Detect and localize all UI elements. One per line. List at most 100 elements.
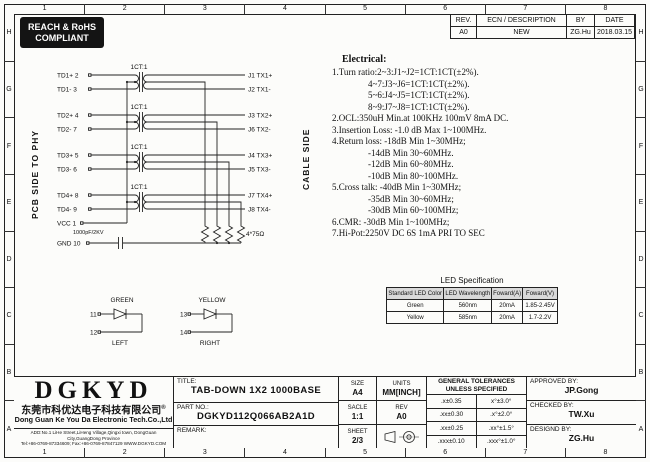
compliance-line1: REACH & RoHS (27, 21, 96, 32)
rev-header: REV. (450, 14, 477, 27)
led-spec-header: Foward(A) (491, 287, 524, 300)
grid-row: A (6, 425, 12, 433)
svg-text:14: 14 (180, 330, 188, 337)
grid-col: 3 (165, 4, 246, 14)
svg-text:RIGHT: RIGHT (200, 340, 220, 347)
led-spec-row: Green 560nm 20mA 1.85-2.45V (385, 299, 558, 312)
projection-cell (377, 425, 426, 448)
sheet-value: 2/3 (351, 435, 364, 445)
company-logo: DGKYD (34, 377, 153, 404)
transformer-channel-3: TD3+ 5 TD3- 6 1CT:1 J4 TX3+ J5 TX3- (57, 144, 272, 223)
rev-header: ECN / DESCRIPTION (476, 14, 567, 27)
tolerances-title-line2: UNLESS SPECIFIED (445, 385, 508, 393)
units-cell: UNITS MM[INCH] (377, 377, 426, 401)
grid-col: 5 (326, 4, 406, 14)
company-name-cn-text: 东莞市科优达电子科技有限公司 (21, 405, 162, 417)
note-line: 8~9:J7~J8=1CT:1CT(±2%). (332, 101, 470, 112)
size-cell: SIZE A4 (339, 377, 376, 401)
grid-col: 1 (5, 4, 86, 14)
note-line: -14dB Min 30~60MHz. (332, 147, 454, 158)
grid-col: 4 (245, 448, 326, 458)
svg-text:J6 TX2-: J6 TX2- (248, 127, 271, 134)
svg-text:VCC 1: VCC 1 (57, 221, 77, 228)
svg-text:TD2+ 4: TD2+ 4 (57, 113, 79, 120)
grid-row: F (636, 118, 646, 175)
title-row: TITLE: TAB-DOWN 1X2 1000BASE (174, 377, 338, 403)
transformer-channel-1: TD1+ 2 TD1- 3 1CT:1 J1 TX1+ J2 TX1- (57, 64, 272, 223)
part-no-row: PART NO.: DGKYD112Q066AB2A1D (174, 403, 338, 426)
grid-col: 4 (245, 4, 326, 14)
grid-row: A (638, 425, 644, 433)
svg-text:1CT:1: 1CT:1 (131, 144, 148, 151)
note-line: -12dB Min 60~80MHz. (332, 159, 454, 169)
units-label: UNITS (392, 380, 411, 387)
svg-text:J1 TX1+: J1 TX1+ (248, 73, 272, 80)
tolerance-value: .xxx±0.10 (427, 435, 477, 448)
led-spec-header: LED Wavelength (443, 287, 493, 300)
svg-text:1000pF/2KV: 1000pF/2KV (73, 230, 104, 236)
address-line2: Tel:+86-0769-87334609; Fax:+86-0769-8784… (20, 441, 167, 447)
note-line: 7.Hi-Pot:2250V DC 6S 1mA PRI TO SEC (332, 228, 485, 238)
scale-label: SACLE (347, 404, 368, 411)
grid-row: G (4, 62, 14, 119)
note-line: -10dB Min 80~100MHz. (332, 170, 459, 181)
rev-header: DATE (594, 14, 635, 27)
svg-text:TD2- 7: TD2- 7 (57, 127, 77, 134)
grid-row: F (4, 118, 14, 175)
tolerance-value: x°±3.0° (476, 395, 526, 409)
rev-label: REV (395, 404, 408, 411)
size-panel: SIZE A4 SACLE 1:1 SHEET 2/3 (339, 377, 377, 448)
svg-text:J5 TX3-: J5 TX3- (248, 167, 271, 174)
led-spec-row: Yellow 585nm 20mA 1.7-2.2V (385, 311, 558, 324)
title-value: TAB-DOWN 1X2 1000BASE (190, 385, 322, 396)
grid-row: H (636, 5, 646, 62)
grid-col: 6 (406, 4, 486, 14)
transformer-schematic: TD1+ 2 TD1- 3 1CT:1 J1 TX1+ J2 TX1- TD2+… (57, 64, 272, 249)
svg-text:J7 TX4+: J7 TX4+ (248, 193, 272, 200)
yellow-led-symbol: YELLOW 13 14 RIGHT (180, 297, 233, 347)
led-spec-header: Foward(V) (522, 287, 558, 300)
led-indicator-schematic: GREEN 11 12 LEFT YELLOW 13 14 RIGHT (90, 297, 233, 347)
svg-text:1CT:1: 1CT:1 (131, 64, 148, 71)
electrical-notes: Electrical: 1.Turn ratio:2~3:J1~J2=1CT:1… (332, 54, 572, 240)
note-line: -35dB Min 30~60MHz; (332, 193, 454, 204)
grid-col: 8 (603, 449, 608, 456)
led-spec-cell: 1.85-2.45V (522, 299, 558, 312)
checked-label: CHECKED BY: (530, 402, 574, 409)
svg-text:4*75Ω: 4*75Ω (246, 231, 264, 238)
svg-text:12: 12 (90, 330, 98, 337)
size-value: A4 (352, 387, 363, 397)
rev-cell: ZG.Hu (566, 26, 595, 39)
grid-col: 2 (85, 4, 166, 14)
rev-header: BY (566, 14, 595, 27)
note-line: 5.Cross talk: -40dB Min 1~30MHz; (332, 182, 462, 192)
units-value: MM[INCH] (382, 387, 421, 397)
svg-text:LEFT: LEFT (112, 340, 128, 347)
designed-value: ZG.Hu (568, 433, 595, 443)
company-address: ADD:No.1 LiHe Street,LiHeng Village,Qing… (14, 428, 173, 448)
tolerance-value: .xx°±1.5° (476, 422, 526, 436)
tolerance-value: .x±0.35 (427, 395, 477, 409)
sheet-cell: SHEET 2/3 (339, 425, 376, 448)
size-label: SIZE (350, 380, 365, 387)
note-line: -30dB Min 60~100MHz; (332, 205, 459, 215)
rev-cell: NEW (476, 26, 567, 39)
svg-text:13: 13 (180, 312, 188, 319)
svg-text:GREEN: GREEN (110, 297, 133, 304)
transformer-channel-2: TD2+ 4 TD2- 7 1CT:1 J3 TX2+ J6 TX2- (57, 104, 272, 223)
grid-row: C (4, 288, 14, 345)
company-name-cn: 东莞市科优达电子科技有限公司® (21, 403, 165, 416)
cable-side-label: CABLE SIDE (301, 128, 311, 190)
units-panel: UNITS MM[INCH] REV A0 (377, 377, 427, 448)
revision-table: REV. ECN / DESCRIPTION BY DATE A0 NEW ZG… (450, 14, 635, 39)
svg-text:TD3+ 5: TD3+ 5 (57, 153, 79, 160)
svg-text:TD1+ 2: TD1+ 2 (57, 73, 79, 80)
checked-value: TW.Xu (568, 409, 595, 419)
grid-col: 3 (165, 448, 246, 458)
tolerances-panel: GENERAL TOLERANCES UNLESS SPECIFIED .x±0… (427, 377, 527, 448)
grid-row: G (636, 62, 646, 119)
grid-col: 8 (603, 5, 608, 12)
